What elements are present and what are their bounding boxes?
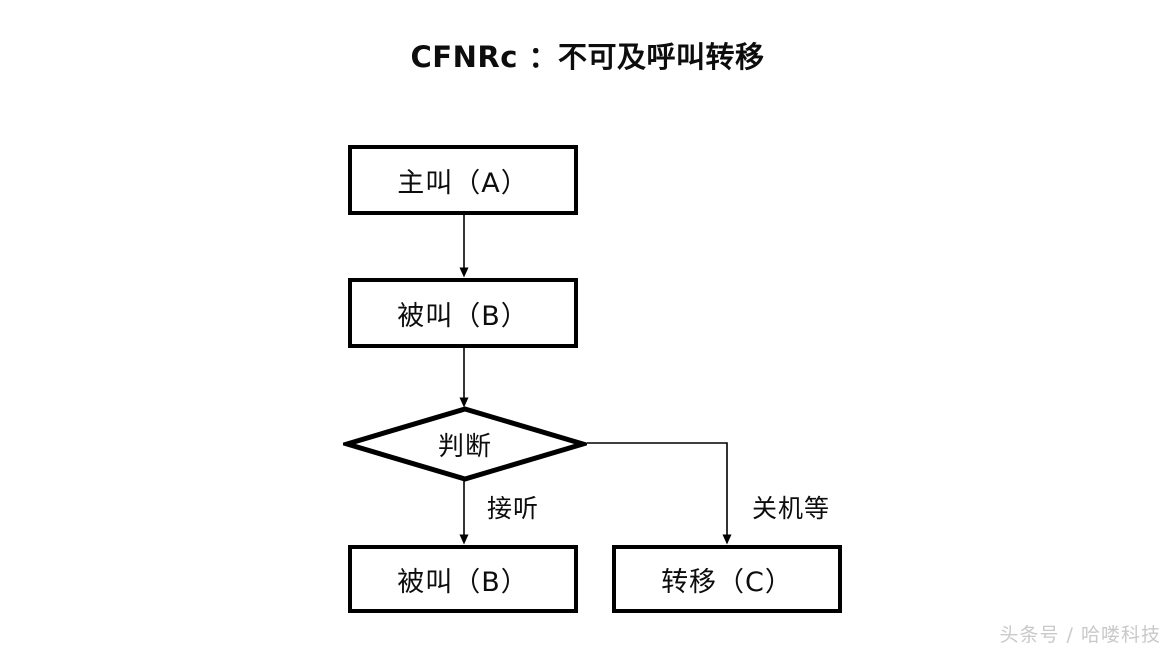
diamond-shape	[343, 406, 587, 482]
node-decision[interactable]: 判断	[343, 405, 587, 483]
node-caller-label: 主叫（A）	[397, 167, 529, 199]
edge-label-answer: 接听	[487, 494, 540, 523]
node-answer-label: 被叫（B）	[397, 566, 529, 598]
node-transfer[interactable]: 转移（C）	[612, 545, 842, 613]
edge-decision-to-transfer	[587, 442, 732, 545]
node-callee[interactable]: 被叫（B）	[348, 278, 578, 348]
node-callee-label: 被叫（B）	[397, 300, 529, 332]
node-answer[interactable]: 被叫（B）	[348, 545, 578, 613]
edge-label-poweroff: 关机等	[752, 494, 831, 523]
diagram-title: CFNRc ：不可及呼叫转移	[410, 40, 765, 74]
watermark: 头条号 / 哈喽科技	[999, 624, 1161, 646]
node-transfer-label: 转移（C）	[661, 566, 793, 598]
node-caller[interactable]: 主叫（A）	[348, 145, 578, 215]
